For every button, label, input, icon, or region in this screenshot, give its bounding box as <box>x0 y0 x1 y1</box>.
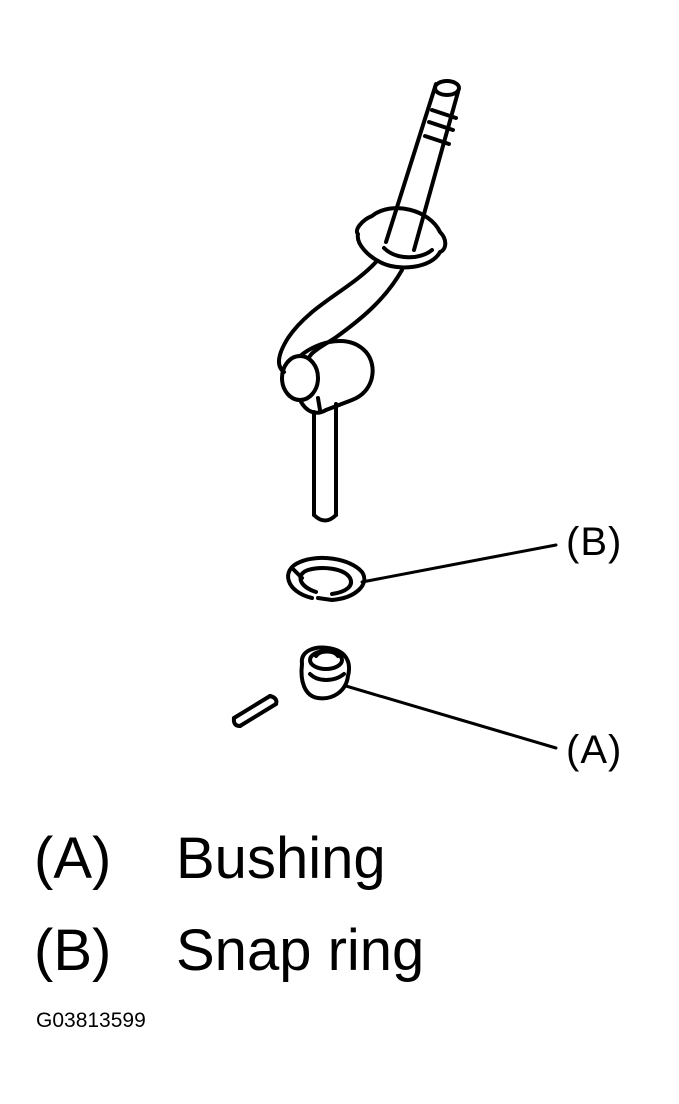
shift-rod <box>384 79 461 252</box>
figure-id: G03813599 <box>36 1009 146 1032</box>
shift-arm <box>277 260 404 374</box>
bushing <box>299 645 351 701</box>
legend-key: (B) <box>34 918 112 983</box>
rod-collar <box>355 206 448 270</box>
callout-a: (A) <box>566 728 623 772</box>
lower-pin <box>312 402 338 523</box>
legend-row-bushing: (A)Bushing <box>34 830 386 888</box>
leader-line-a <box>344 684 558 750</box>
small-pin <box>231 694 279 728</box>
legend-label: Bushing <box>176 826 386 891</box>
pivot-block <box>280 338 375 415</box>
callout-b: (B) <box>566 520 623 564</box>
legend-key: (A) <box>34 826 112 891</box>
leader-line-b <box>360 543 558 584</box>
legend-row-snap-ring: (B)Snap ring <box>34 922 424 980</box>
snap-ring <box>286 555 367 602</box>
legend-label: Snap ring <box>176 918 425 983</box>
